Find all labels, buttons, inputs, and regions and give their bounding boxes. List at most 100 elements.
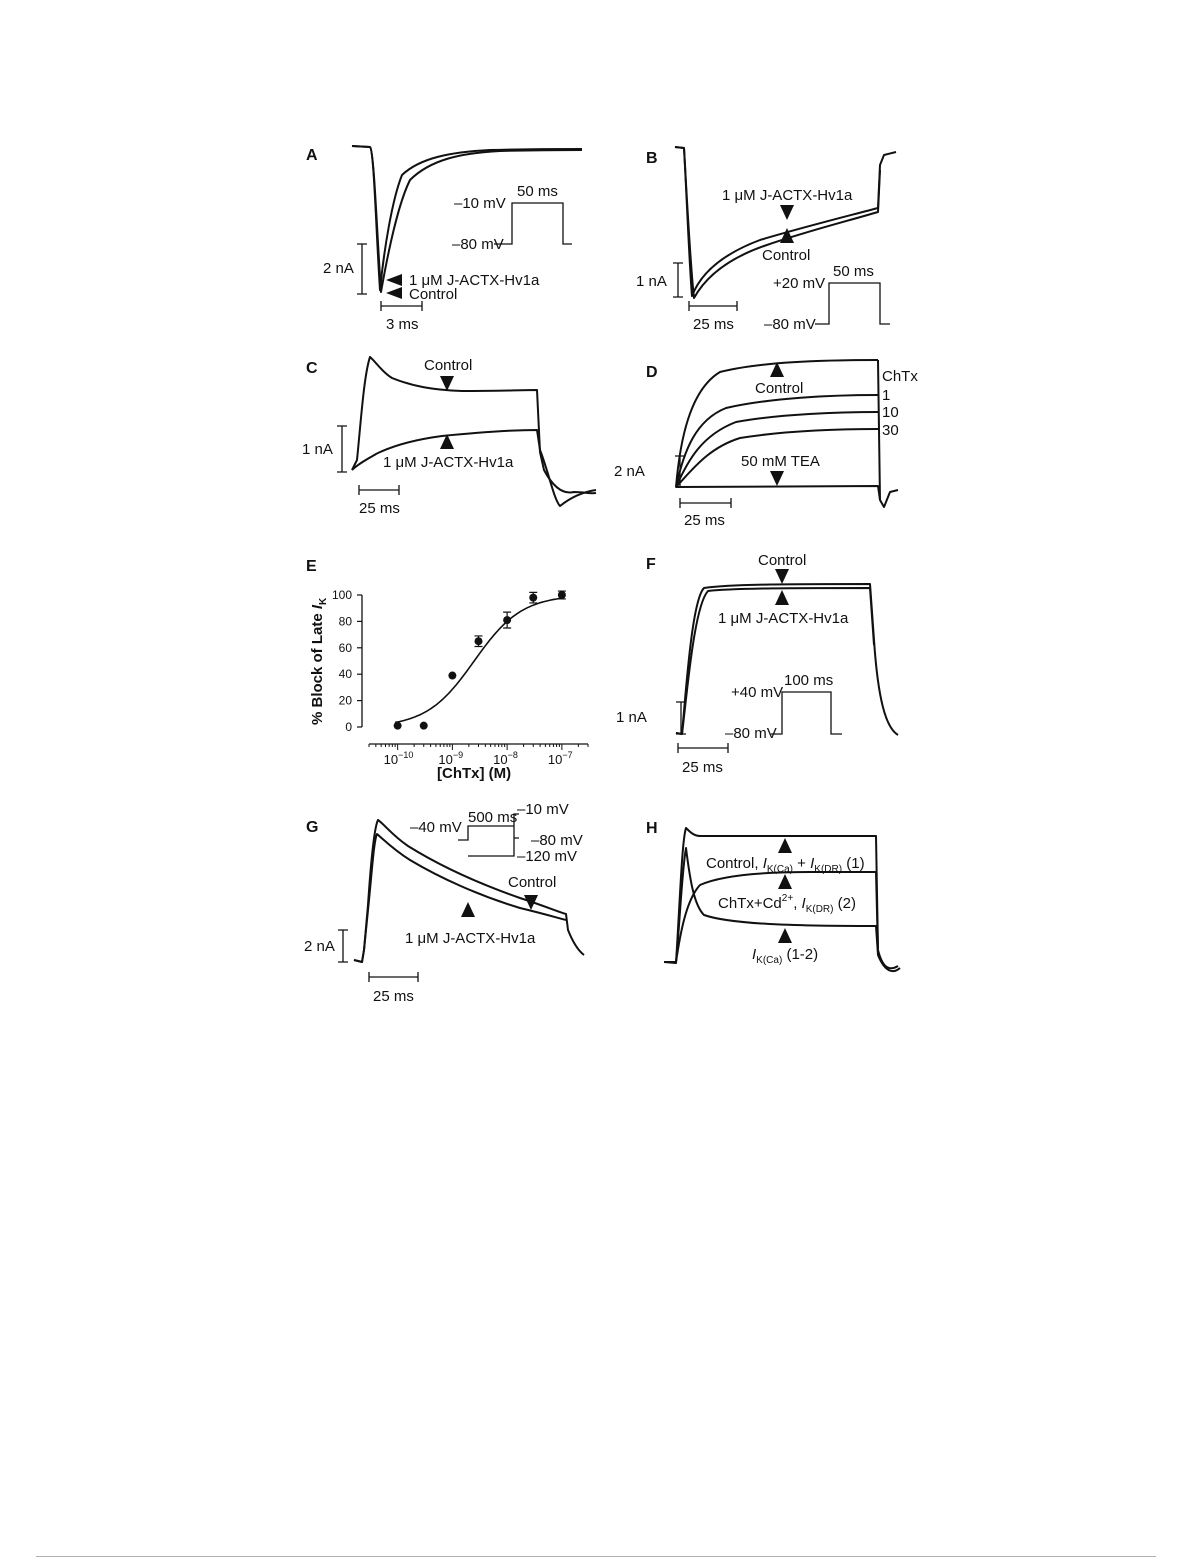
panel-f-current-scale-label: 1 nA [616, 709, 647, 726]
panel-h-label: H [646, 820, 658, 837]
e-data-point [448, 671, 457, 680]
panel-b-time-scale-bar [688, 301, 738, 311]
e-data-point [419, 721, 428, 730]
panel-d-1nm-trace [675, 394, 879, 488]
e-data-point [393, 721, 402, 730]
panel-a-protocol-trace [494, 202, 572, 245]
panel-a-drug-trace [351, 145, 583, 291]
panel-d-tea-label: 50 mM TEA [741, 453, 820, 470]
panel-g-protocol-trace [458, 813, 519, 857]
panel-f-control-label: Control [758, 552, 806, 569]
panel-h-total-label: Control, IK(Ca) + IK(DR) (1) [706, 855, 865, 875]
panel-e-label: E [306, 558, 317, 575]
panel-a-control-arrow [386, 287, 402, 299]
panel-g-current-scale-label: 2 nA [304, 938, 335, 955]
panel-a-step-voltage: –10 mV [454, 195, 506, 212]
panel-b-protocol-trace [815, 282, 890, 325]
panel-c-control-arrow [440, 376, 454, 391]
e-data-point [529, 593, 538, 602]
panel-g-pre-voltage: –120 mV [517, 848, 577, 865]
panel-g-step-duration: 500 ms [468, 809, 517, 826]
panel-f-drug-label: 1 μM J-ACTX-Hv1a [718, 610, 849, 627]
panel-h-ca-label: IK(Ca) (1-2) [752, 946, 818, 966]
panel-d-chtx-label: ChTx [882, 368, 918, 385]
panel-d-control-trace [675, 359, 879, 488]
panel-g-drug-arrow [461, 902, 475, 917]
panel-b-drug-label: 1 μM J-ACTX-Hv1a [722, 187, 853, 204]
e-x-tick-label: 10−10 [384, 750, 414, 767]
panel-d-conc-1: 1 [882, 387, 890, 404]
panel-f-time-scale-label: 25 ms [682, 759, 723, 776]
panel-c-time-scale-label: 25 ms [359, 500, 400, 517]
panel-g-control-arrow [524, 895, 538, 910]
panel-g-label: G [306, 819, 318, 836]
panel-d-step-off [877, 359, 881, 501]
panel-b-drug-arrow [780, 205, 794, 220]
panel-g-hold-voltage: –40 mV [410, 819, 462, 836]
panel-a-label: A [306, 147, 318, 164]
e-y-tick-label: 60 [339, 641, 353, 655]
panel-e-ylabel: % Block of Late IK [309, 597, 329, 725]
panel-b-step-duration: 50 ms [833, 263, 874, 280]
panel-d-control-arrow [770, 362, 784, 377]
e-x-tick-label: 10−8 [493, 750, 518, 767]
panel-b-control-label: Control [762, 247, 810, 264]
panel-a-drug-arrow [386, 274, 402, 286]
panel-g: G Control 1 μM J-ACTX-Hv1a –40 mV 500 ms… [304, 801, 585, 1005]
e-x-tick-label: 10−7 [548, 750, 573, 767]
e-y-tick-label: 80 [339, 614, 353, 628]
panel-c-time-scale-bar [358, 485, 400, 495]
panel-a-time-scale-label: 3 ms [386, 316, 419, 333]
e-x-tick-label: 10−9 [438, 750, 463, 767]
panel-f-control-trace [675, 583, 899, 736]
panel-d-current-scale-bar [675, 455, 685, 488]
panel-f-current-scale-bar [676, 701, 686, 735]
e-y-tick-label: 0 [345, 720, 352, 734]
page-bottom-rule [36, 1556, 1156, 1557]
panel-g-post-voltage: –80 mV [531, 832, 583, 849]
panel-d: D Control ChTx 1 10 30 50 mM TEA 2 nA 25… [614, 359, 918, 529]
panel-b: B 1 μM J-ACTX-Hv1a Control +20 mV –80 mV… [636, 146, 897, 333]
panel-h-total-arrow [778, 838, 792, 853]
panel-b-control-trace [674, 146, 881, 299]
panel-a-control-label: Control [409, 286, 457, 303]
panel-a-step-duration: 50 ms [517, 183, 558, 200]
panel-d-current-scale-label: 2 nA [614, 463, 645, 480]
panel-d-control-label: Control [755, 380, 803, 397]
panel-h: H Control, IK(Ca) + IK(DR) (1) ChTx+Cd2+… [646, 820, 901, 973]
panel-h-dr-label: ChTx+Cd2+, IK(DR) (2) [718, 893, 856, 915]
panel-f-control-arrow [775, 569, 789, 584]
panel-a: A –10 mV –80 mV 50 ms 1 μM J-ACTX-Hv1a C… [306, 145, 583, 333]
panel-c-current-scale-bar [337, 425, 347, 473]
panel-b-current-scale-bar [673, 262, 683, 298]
panel-f-label: F [646, 556, 656, 573]
panel-a-drug-label: 1 μM J-ACTX-Hv1a [409, 272, 540, 289]
panel-d-conc-10: 10 [882, 404, 899, 421]
panel-f: F Control 1 μM J-ACTX-Hv1a +40 mV –80 mV… [616, 552, 899, 776]
e-y-tick-label: 20 [339, 694, 353, 708]
e-y-tick-label: 40 [339, 667, 353, 681]
e-y-tick-label: 100 [332, 588, 352, 602]
panel-f-drug-trace [675, 587, 875, 735]
panel-b-control-arrow [780, 228, 794, 243]
panel-c-drug-trace [351, 429, 597, 507]
panel-e-chart: 0 20 40 60 80 100 10−10 10−9 10−8 10−7 [332, 588, 589, 767]
panel-b-time-scale-label: 25 ms [693, 316, 734, 333]
panel-h-dr-arrow [778, 874, 792, 889]
panel-f-protocol-trace [771, 691, 842, 735]
panel-d-conc-30: 30 [882, 422, 899, 439]
panel-d-tea-arrow [770, 471, 784, 486]
panel-c: C Control 1 μM J-ACTX-Hv1a 1 nA 25 ms [302, 356, 597, 517]
panel-e: E 0 20 40 60 80 100 10−10 10−9 10−8 10−7 % Block … [306, 558, 589, 782]
panel-c-current-scale-label: 1 nA [302, 441, 333, 458]
panel-g-step-voltage: –10 mV [517, 801, 569, 818]
panel-a-hold-voltage: –80 mV [452, 236, 504, 253]
panel-g-current-scale-bar [338, 929, 348, 963]
panel-c-control-label: Control [424, 357, 472, 374]
panel-g-drug-label: 1 μM J-ACTX-Hv1a [405, 930, 536, 947]
e-data-point [557, 591, 566, 599]
panel-a-time-scale-bar [380, 301, 423, 311]
panel-f-step-voltage: +40 mV [731, 684, 783, 701]
panel-g-control-label: Control [508, 874, 556, 891]
